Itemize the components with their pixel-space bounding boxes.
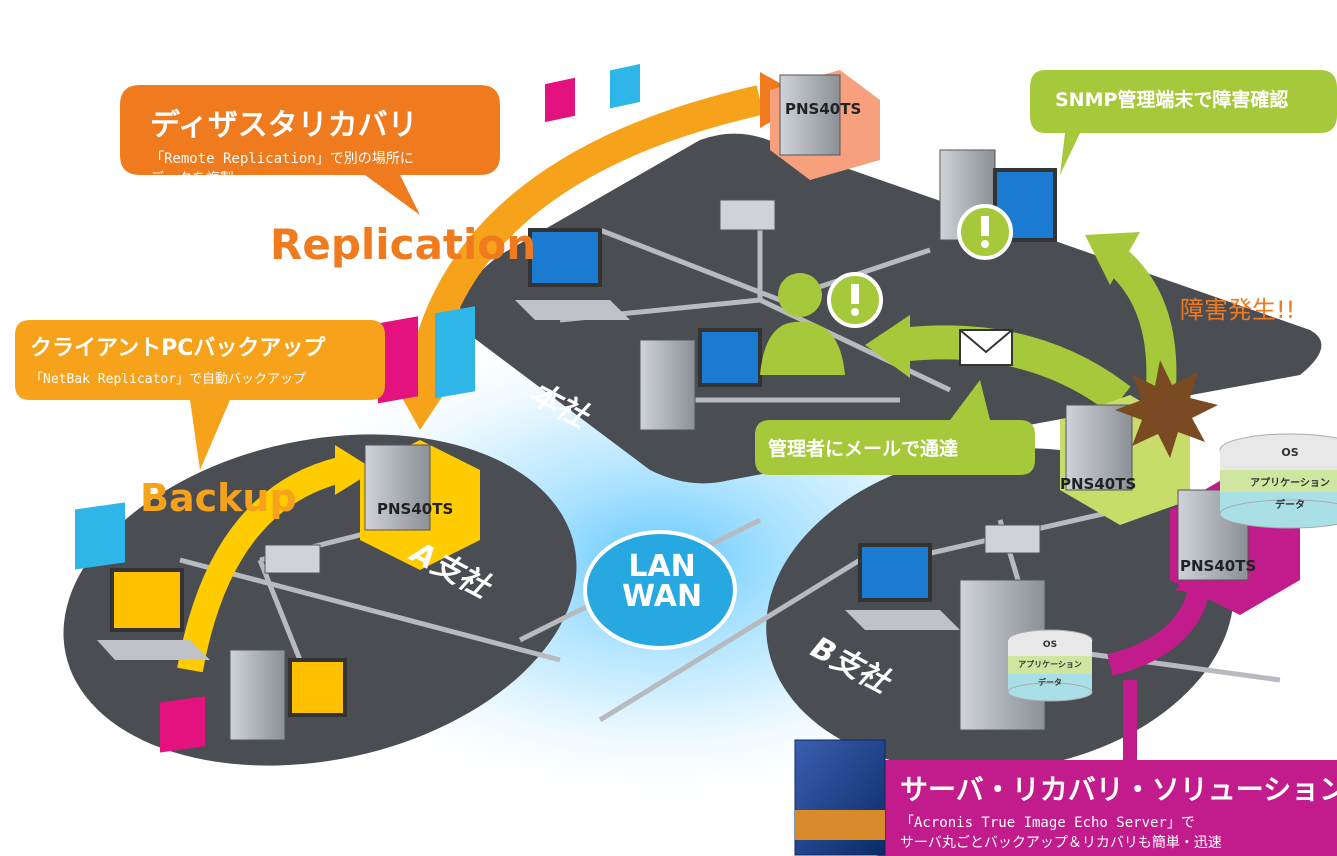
failure-label: 障害発生!! bbox=[1180, 296, 1296, 324]
disaster-recovery-callout-bg bbox=[120, 85, 500, 215]
mail-callout-bg bbox=[755, 420, 1035, 475]
server-recovery-desc-2: サーバ丸ごとバックアップ＆リカバリも簡単・迅速 bbox=[900, 835, 1222, 851]
mail-title: 管理者にメールで通達 bbox=[768, 438, 959, 460]
disaster-recovery-title: ディザスタリカバリ bbox=[150, 108, 418, 143]
replication-arrow bbox=[405, 85, 764, 393]
alert-icon bbox=[827, 272, 883, 328]
server-label-head-office: PNS40TS bbox=[785, 100, 862, 118]
data-layer-stack bbox=[1219, 433, 1337, 529]
client-backup-callout: クライアントPCバックアップ 「NetBak Replicator」で自動バック… bbox=[30, 330, 325, 387]
mail-callout: 管理者にメールで通達 bbox=[768, 434, 958, 461]
layer-application: アプリケーション bbox=[1018, 660, 1082, 669]
document-stack-icon bbox=[378, 306, 475, 404]
snmp-callout: SNMP管理端末で障害確認 bbox=[1055, 85, 1288, 112]
pc-head-office-1 bbox=[639, 328, 762, 431]
mail-icon bbox=[959, 329, 1013, 366]
lan-wan-cloud bbox=[583, 530, 737, 650]
hub-branch-b bbox=[984, 524, 1041, 554]
failure-burst-icon bbox=[1115, 360, 1218, 458]
administrator-icon bbox=[760, 273, 845, 375]
layer-os: OS bbox=[1281, 446, 1299, 459]
client-backup-callout-bg bbox=[15, 320, 385, 470]
hub-head-office bbox=[719, 199, 776, 231]
backup-arrow bbox=[177, 457, 344, 673]
alert-icon bbox=[957, 204, 1013, 260]
server-label-branch-a: PNS40TS bbox=[377, 500, 454, 518]
replication-label: Replication bbox=[270, 220, 537, 269]
server-recovery-callout-bg bbox=[870, 760, 1337, 856]
server-head-office bbox=[770, 70, 880, 180]
layer-data: データ bbox=[1275, 500, 1305, 511]
server-label-branch-b-left: PNS40TS bbox=[1060, 475, 1137, 493]
lan-label: LAN bbox=[628, 549, 696, 584]
disaster-recovery-desc-2: データを複製 bbox=[150, 171, 234, 187]
mail-notify-arrow bbox=[898, 325, 1131, 414]
server-label-branch-b-right: PNS40TS bbox=[1180, 557, 1257, 575]
layer-application: アプリケーション bbox=[1250, 478, 1330, 489]
pc-branch-a bbox=[229, 649, 347, 741]
backup-label: Backup bbox=[140, 476, 297, 520]
snmp-callout-bg bbox=[1030, 70, 1337, 175]
document-stack-icon bbox=[75, 502, 125, 570]
lan-wan-label: LAN WAN bbox=[622, 552, 702, 612]
disaster-recovery-desc-1: 「Remote Replication」で別の場所に bbox=[150, 151, 414, 167]
laptop-branch-b bbox=[845, 543, 960, 630]
data-layer-stack bbox=[1007, 629, 1093, 702]
server-recovery-title: サーバ・リカバリ・ソリューション bbox=[900, 773, 1337, 806]
layer-os: OS bbox=[1042, 640, 1058, 650]
wan-label: WAN bbox=[622, 579, 703, 614]
server-recovery-callout: サーバ・リカバリ・ソリューション 「Acronis True Image Ech… bbox=[900, 768, 1337, 852]
disaster-recovery-callout: ディザスタリカバリ 「Remote Replication」で別の場所に データ… bbox=[150, 100, 418, 188]
snmp-title: SNMP管理端末で障害確認 bbox=[1055, 89, 1289, 111]
recovery-arrow bbox=[1107, 582, 1211, 676]
client-backup-title: クライアントPCバックアップ bbox=[30, 336, 326, 361]
client-backup-desc: 「NetBak Replicator」で自動バックアップ bbox=[30, 372, 307, 387]
document-stack-icon bbox=[545, 63, 640, 123]
laptop-branch-a bbox=[97, 568, 210, 660]
layer-data: データ bbox=[1038, 678, 1062, 687]
server-branch-a bbox=[360, 440, 480, 570]
acronis-box-icon bbox=[794, 739, 886, 856]
laptop-head-office bbox=[515, 228, 630, 320]
server-recovery-desc-1: 「Acronis True Image Echo Server」で bbox=[900, 815, 1195, 831]
document-stack-icon bbox=[160, 696, 205, 753]
hub-branch-a bbox=[264, 544, 321, 574]
